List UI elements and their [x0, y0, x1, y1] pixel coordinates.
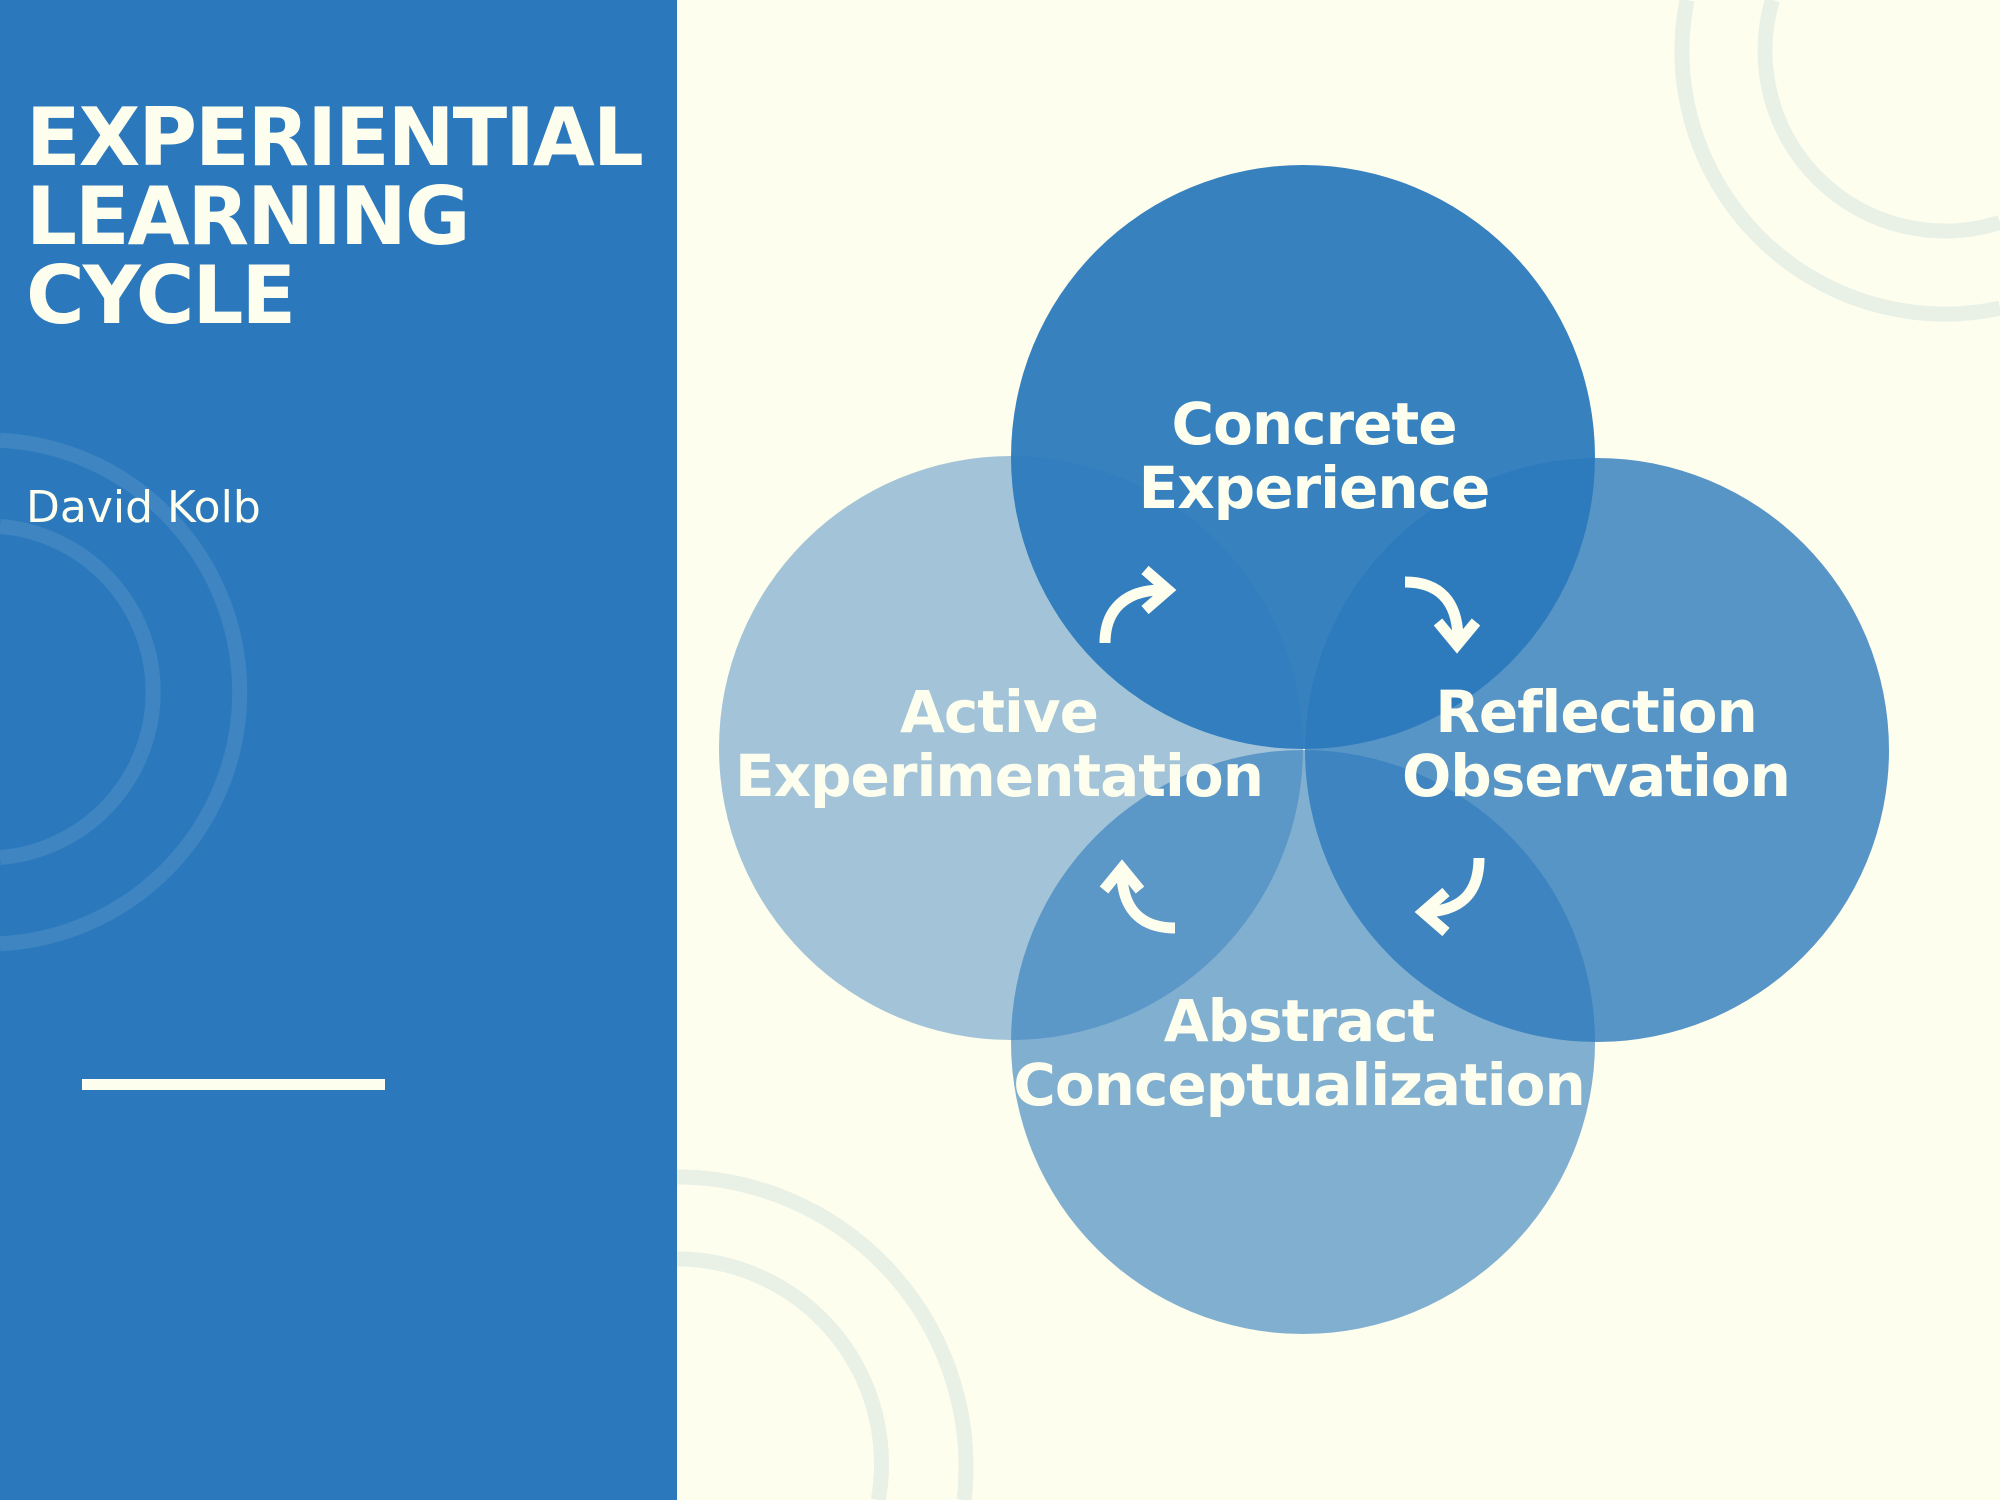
arrow-curved-down-icon: [1404, 576, 1481, 654]
arrow-curved-up-icon: [1099, 859, 1176, 934]
arrow-curved-left-icon: [1414, 857, 1485, 937]
decor-arc: [0, 519, 161, 865]
panel-arcs: [0, 432, 248, 952]
stage-label-line: Experimentation: [734, 742, 1264, 810]
stage-label-line: Experience: [1138, 454, 1491, 522]
stage-label-line: Reflection: [1435, 678, 1758, 746]
decor-arc: [1757, 0, 2000, 239]
decor-arc: [0, 432, 248, 952]
decor-arc: [1674, 0, 2000, 322]
stage-active-experimentation: Active Experimentation: [699, 680, 1299, 808]
stage-label-line: Concrete: [1171, 390, 1457, 458]
divider: [82, 1079, 385, 1090]
stage-reflection-observation: Reflection Observation: [1296, 680, 1896, 808]
title-line: CYCLE: [26, 249, 296, 342]
page-title: EXPERIENTIAL LEARNING CYCLE: [26, 91, 644, 342]
stage-label-line: Abstract: [1163, 987, 1436, 1055]
stage-label-line: Conceptualization: [1013, 1051, 1586, 1119]
stage-label-line: Observation: [1402, 742, 1791, 810]
title-line: LEARNING: [26, 170, 470, 263]
arrow-curved-right-icon: [1099, 565, 1177, 644]
author: David Kolb: [26, 482, 261, 533]
title-line: EXPERIENTIAL: [26, 91, 644, 184]
title-panel: EXPERIENTIAL LEARNING CYCLE David Kolb: [0, 0, 677, 1500]
stage-abstract-conceptualization: Abstract Conceptualization: [999, 989, 1599, 1117]
stage-label-line: Active: [899, 678, 1099, 746]
stage-concrete-experience: Concrete Experience: [1014, 392, 1614, 520]
